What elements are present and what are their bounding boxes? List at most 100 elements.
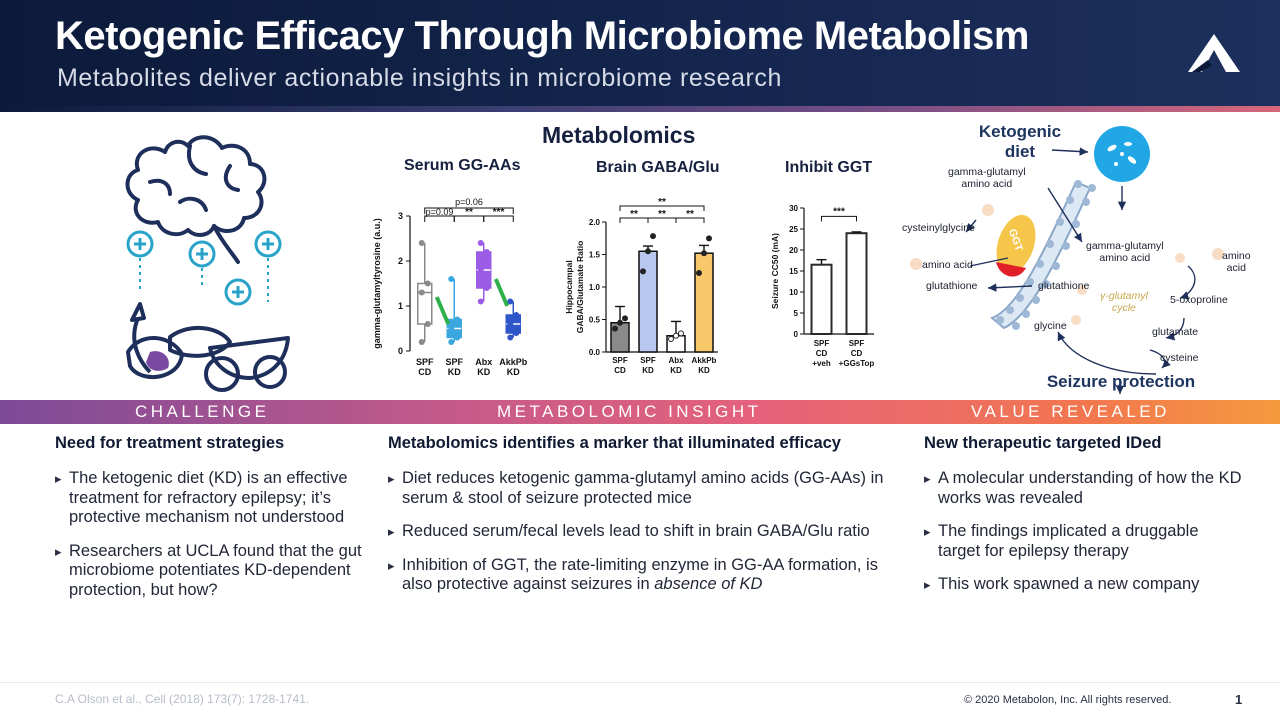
column-challenge: Need for treatment strategies The ketoge…: [55, 434, 375, 614]
x-tick-label: KD: [507, 367, 520, 377]
band-value: VALUE REVEALED: [971, 402, 1170, 421]
pathway-diagram: Ketogenic diet gamma-glutamyl amino acid…: [900, 118, 1270, 400]
panel-title-ggt: Inhibit GGT: [785, 159, 873, 176]
copyright: © 2020 Metabolon, Inc. All rights reserv…: [964, 694, 1172, 706]
data-point: [448, 339, 455, 345]
pathway-graphics: [910, 126, 1224, 394]
figure-region: Metabolomics Serum GG-AAs Brain GABA/Glu…: [0, 112, 1280, 400]
data-point: [483, 285, 490, 291]
gamma-glutamyl-label-1: gamma-glutamyl amino acid: [948, 166, 1026, 191]
data-point: [454, 334, 461, 341]
data-point: [645, 248, 651, 255]
data-point: [477, 240, 484, 246]
page-number: 1: [1235, 692, 1243, 707]
data-point: [448, 276, 455, 282]
glutamate-label: glutamate: [1152, 326, 1199, 338]
data-point: [513, 330, 520, 336]
data-point: [678, 330, 684, 337]
bar: [845, 232, 868, 336]
list-item: Researchers at UCLA found that the gut m…: [55, 542, 375, 601]
data-point: [706, 235, 712, 242]
metabolon-logo-icon: [1188, 34, 1240, 72]
data-point: [696, 269, 702, 276]
column-heading: Need for treatment strategies: [55, 434, 285, 452]
column-insight: Metabolomics identifies a marker that il…: [388, 434, 908, 609]
x-tick-label: KD: [698, 366, 710, 375]
trend-arrow: [434, 296, 451, 325]
list-item: Inhibition of GGT, the rate-limiting enz…: [388, 556, 908, 595]
x-tick-label: CD: [851, 349, 863, 358]
sig-label: **: [686, 209, 694, 220]
list-item: Diet reduces ketogenic gamma-glutamyl am…: [388, 469, 908, 508]
y-tick-label: 0: [398, 346, 403, 356]
page-title: Ketogenic Efficacy Through Microbiome Me…: [55, 14, 1029, 58]
page-subtitle: Metabolites deliver actionable insights …: [57, 64, 783, 92]
data-point: [622, 315, 628, 322]
x-tick-label: SPF: [640, 356, 656, 365]
x-tick-label: KD: [642, 366, 654, 375]
column-heading: New therapeutic targeted IDed: [924, 434, 1162, 452]
y-tick-label: 30: [789, 204, 798, 213]
glycine-label: glycine: [1034, 320, 1067, 332]
y-tick-label: 3: [398, 211, 403, 221]
box: [417, 282, 433, 325]
y-tick-label: 5: [794, 309, 799, 318]
data-point: [507, 298, 514, 305]
sig-label: p=0.09: [426, 207, 454, 217]
data-point: [640, 268, 646, 275]
oxoproline-label: 5-oxoproline: [1170, 294, 1228, 306]
header-accent: [0, 106, 1280, 112]
y-tick-label: 0: [794, 330, 799, 339]
panel-title-brain: Brain GABA/Glu: [596, 159, 720, 176]
data-point: [612, 325, 618, 332]
sig-label: **: [630, 209, 638, 220]
data-point: [477, 298, 484, 305]
y-axis-label: Seizure CC50 (mA): [770, 233, 780, 309]
sig-label: ***: [493, 207, 505, 218]
brain-food-icon: [125, 135, 290, 392]
data-point: [483, 249, 490, 255]
sig-bracket: [675, 217, 705, 223]
data-point: [513, 312, 520, 318]
data-point: [701, 250, 707, 257]
x-tick-label: SPF: [416, 357, 434, 367]
data-point: [418, 240, 425, 246]
x-tick-label: CD: [816, 349, 828, 358]
y-tick-label: 10: [789, 288, 798, 297]
y-tick-label: 0.5: [589, 316, 601, 325]
sig-label: **: [658, 197, 666, 208]
y-axis-label: Hippocampal: [564, 260, 574, 313]
sig-bracket: [483, 215, 514, 222]
data-point: [477, 267, 484, 273]
column-value: New therapeutic targeted IDed A molecula…: [924, 434, 1244, 609]
y-tick-label: 2: [398, 256, 403, 266]
x-tick-label: AkkPb: [692, 356, 717, 365]
data-point: [507, 321, 514, 327]
y-tick-label: 25: [789, 225, 798, 234]
data-point: [424, 321, 431, 327]
amino-acid-label-2: amino acid: [1222, 250, 1251, 275]
x-tick-label: Abx: [668, 356, 684, 365]
cysteinylglycine-label: cysteinylglycine: [902, 222, 975, 234]
x-tick-label: KD: [670, 366, 682, 375]
x-tick-label: CD: [418, 367, 431, 377]
x-tick-label: SPF: [849, 339, 865, 348]
list-item: The ketogenic diet (KD) is an effective …: [55, 469, 375, 528]
data-point: [454, 316, 461, 323]
panel-title-serum: Serum GG-AAs: [404, 157, 521, 174]
y-tick-label: 1.0: [589, 283, 601, 292]
data-point: [668, 336, 674, 342]
y-tick-label: 20: [789, 246, 798, 255]
x-tick-label: Abx: [475, 357, 492, 367]
gamma-glutamyl-label-2: gamma-glutamyl amino acid: [1086, 240, 1164, 265]
bar: [638, 250, 658, 353]
list-item: The findings implicated a druggable targ…: [924, 522, 1244, 561]
list-item: Reduced serum/fecal levels lead to shift…: [388, 522, 908, 542]
sig-bracket: [424, 207, 514, 214]
sig-label: p=0.06: [455, 197, 483, 207]
